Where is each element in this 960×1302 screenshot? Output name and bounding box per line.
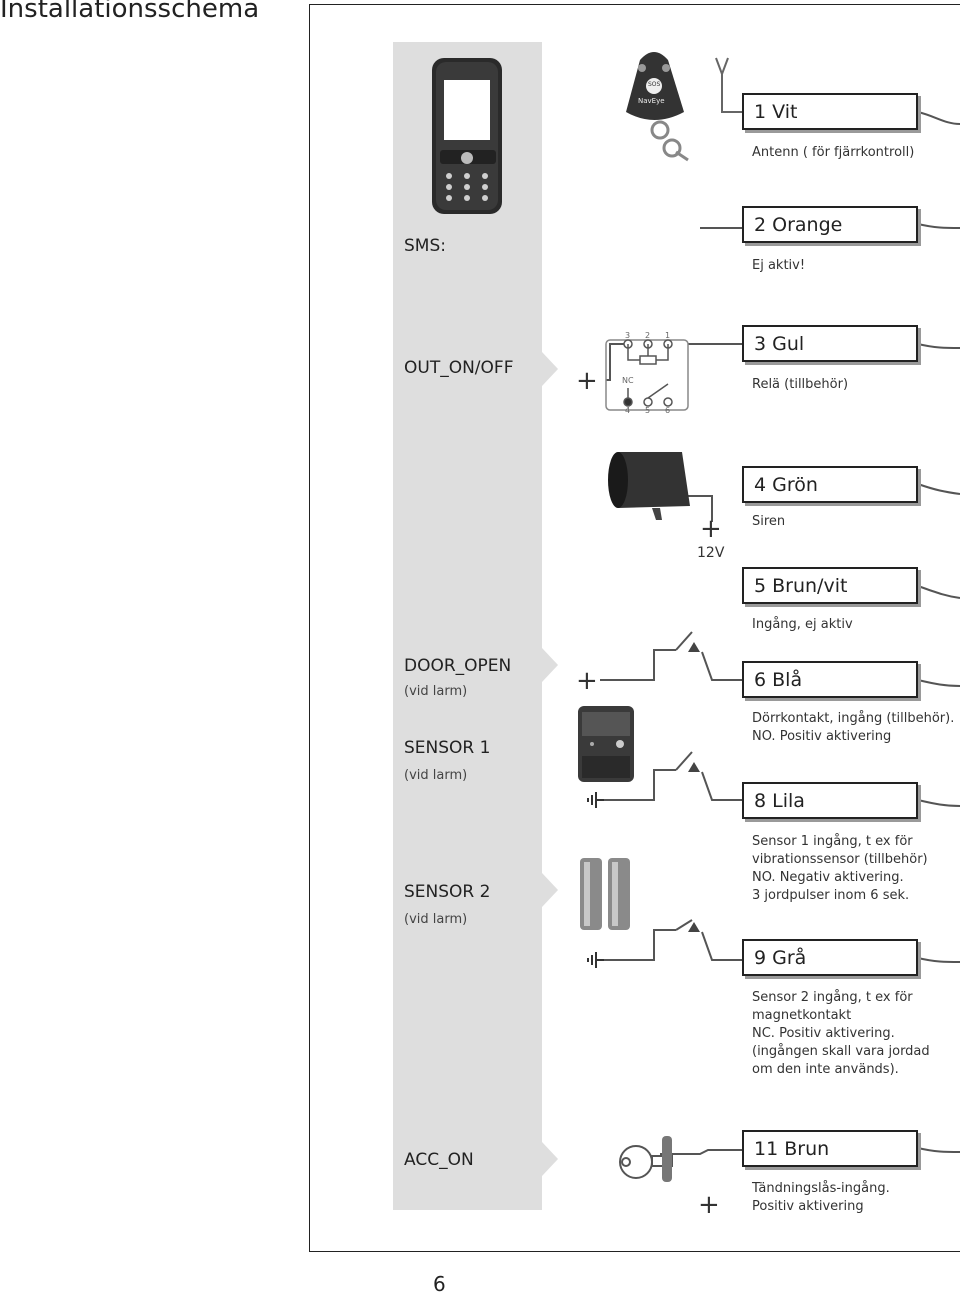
- sensor-device-icon: [578, 706, 634, 782]
- signal-door-open: DOOR_OPEN: [404, 656, 512, 676]
- wire-3-gul: 3 Gul: [742, 325, 918, 362]
- wire-8-desc-line-4: 3 jordpulser inom 6 sek.: [752, 888, 910, 903]
- plus-sign-key: +: [698, 1190, 720, 1220]
- wire-8-lila: 8 Lila: [742, 782, 918, 819]
- wire-label: 1 Vit: [754, 101, 798, 123]
- wire-label: 11 Brun: [754, 1138, 830, 1160]
- wire-5-desc: Ingång, ej aktiv: [752, 617, 853, 632]
- wire-9-desc-line-3: NC. Positiv aktivering.: [752, 1026, 895, 1041]
- relay-pin-1: 1: [665, 331, 671, 340]
- page-number: 6: [433, 1272, 446, 1296]
- remote-brand-label: NavEye: [638, 97, 665, 105]
- wire-8-desc-line-3: NO. Negativ aktivering.: [752, 870, 904, 885]
- wire-11-desc-line-1: Tändningslås-ingång.: [752, 1181, 890, 1196]
- wire-9-desc-line-2: magnetkontakt: [752, 1008, 852, 1023]
- magnet-contact-icon: [580, 858, 630, 930]
- signal-out-on-off: OUT_ON/OFF: [404, 358, 514, 378]
- siren-icon: [608, 452, 690, 520]
- wire-5-brun-vit: 5 Brun/vit: [742, 567, 918, 604]
- relay-nc-label: NC: [622, 376, 634, 385]
- signal-band: [393, 42, 542, 1210]
- relay-pin-6: 6: [665, 406, 671, 415]
- wire-label: 6 Blå: [754, 669, 803, 691]
- wire-label: 9 Grå: [754, 947, 807, 969]
- wire-11-brun: 11 Brun: [742, 1130, 918, 1167]
- relay-pin-3: 3: [625, 331, 631, 340]
- wire-label: 2 Orange: [754, 214, 843, 236]
- wire-6-desc-line-1: Dörrkontakt, ingång (tillbehör).: [752, 711, 955, 726]
- relay-pin-4: 4: [625, 406, 631, 415]
- wire-label: 3 Gul: [754, 333, 805, 355]
- page-title: Installationsschema: [0, 0, 260, 24]
- wire-9-desc-line-1: Sensor 2 ingång, t ex för: [752, 990, 913, 1005]
- signal-sensor-2-note: (vid larm): [404, 912, 468, 927]
- arrow-door-open: [542, 648, 558, 682]
- signal-door-open-note: (vid larm): [404, 684, 468, 699]
- remote-sos-label: SOS: [648, 81, 661, 88]
- remote-fob-icon: [626, 52, 689, 162]
- arrow-out-on-off: [542, 352, 558, 386]
- arrow-acc-on: [542, 1142, 558, 1176]
- wire-8-desc-line-2: vibrationssensor (tillbehör): [752, 852, 928, 867]
- relay-pin-5: 5: [645, 406, 651, 415]
- voltage-label: 12V: [697, 545, 725, 561]
- wire-1-vit: 1 Vit: [742, 93, 918, 130]
- relay-pin-2: 2: [645, 331, 651, 340]
- wire-4-gron: 4 Grön: [742, 466, 918, 503]
- phone-icon: [432, 58, 502, 214]
- wire-label: 4 Grön: [754, 474, 818, 496]
- wire-label: 5 Brun/vit: [754, 575, 848, 597]
- wire-8-desc-line-1: Sensor 1 ingång, t ex för: [752, 834, 913, 849]
- wire-4-desc: Siren: [752, 514, 786, 529]
- wire-9-desc-line-5: om den inte används).: [752, 1062, 899, 1077]
- plus-sign-relay: +: [576, 366, 598, 396]
- plus-sign-siren: +: [700, 514, 722, 544]
- wire-1-desc: Antenn ( för fjärrkontroll): [752, 145, 915, 160]
- signal-sensor-1-note: (vid larm): [404, 768, 468, 783]
- ground-icon: [587, 792, 604, 968]
- wire-label: 8 Lila: [754, 790, 805, 812]
- wire-2-orange: 2 Orange: [742, 206, 918, 243]
- signal-acc-on: ACC_ON: [404, 1150, 474, 1170]
- wire-6-desc-line-2: NO. Positiv aktivering: [752, 729, 892, 744]
- wire-9-desc-line-4: (ingången skall vara jordad: [752, 1044, 930, 1059]
- wire-9-gra: 9 Grå: [742, 939, 918, 976]
- ignition-key-icon: [619, 1136, 673, 1182]
- relay-icon: [605, 339, 689, 411]
- arrow-sensor-2: [542, 873, 558, 907]
- signal-sensor-2: SENSOR 2: [404, 882, 491, 902]
- wire-2-desc: Ej aktiv!: [752, 258, 806, 273]
- wire-11-desc-line-2: Positiv aktivering: [752, 1199, 864, 1214]
- plus-sign-door: +: [576, 666, 598, 696]
- wire-3-desc: Relä (tillbehör): [752, 377, 849, 392]
- diagram-frame: [309, 4, 960, 1252]
- wire-6-bla: 6 Blå: [742, 661, 918, 698]
- signal-sensor-1: SENSOR 1: [404, 738, 491, 758]
- signal-sms: SMS:: [404, 236, 446, 256]
